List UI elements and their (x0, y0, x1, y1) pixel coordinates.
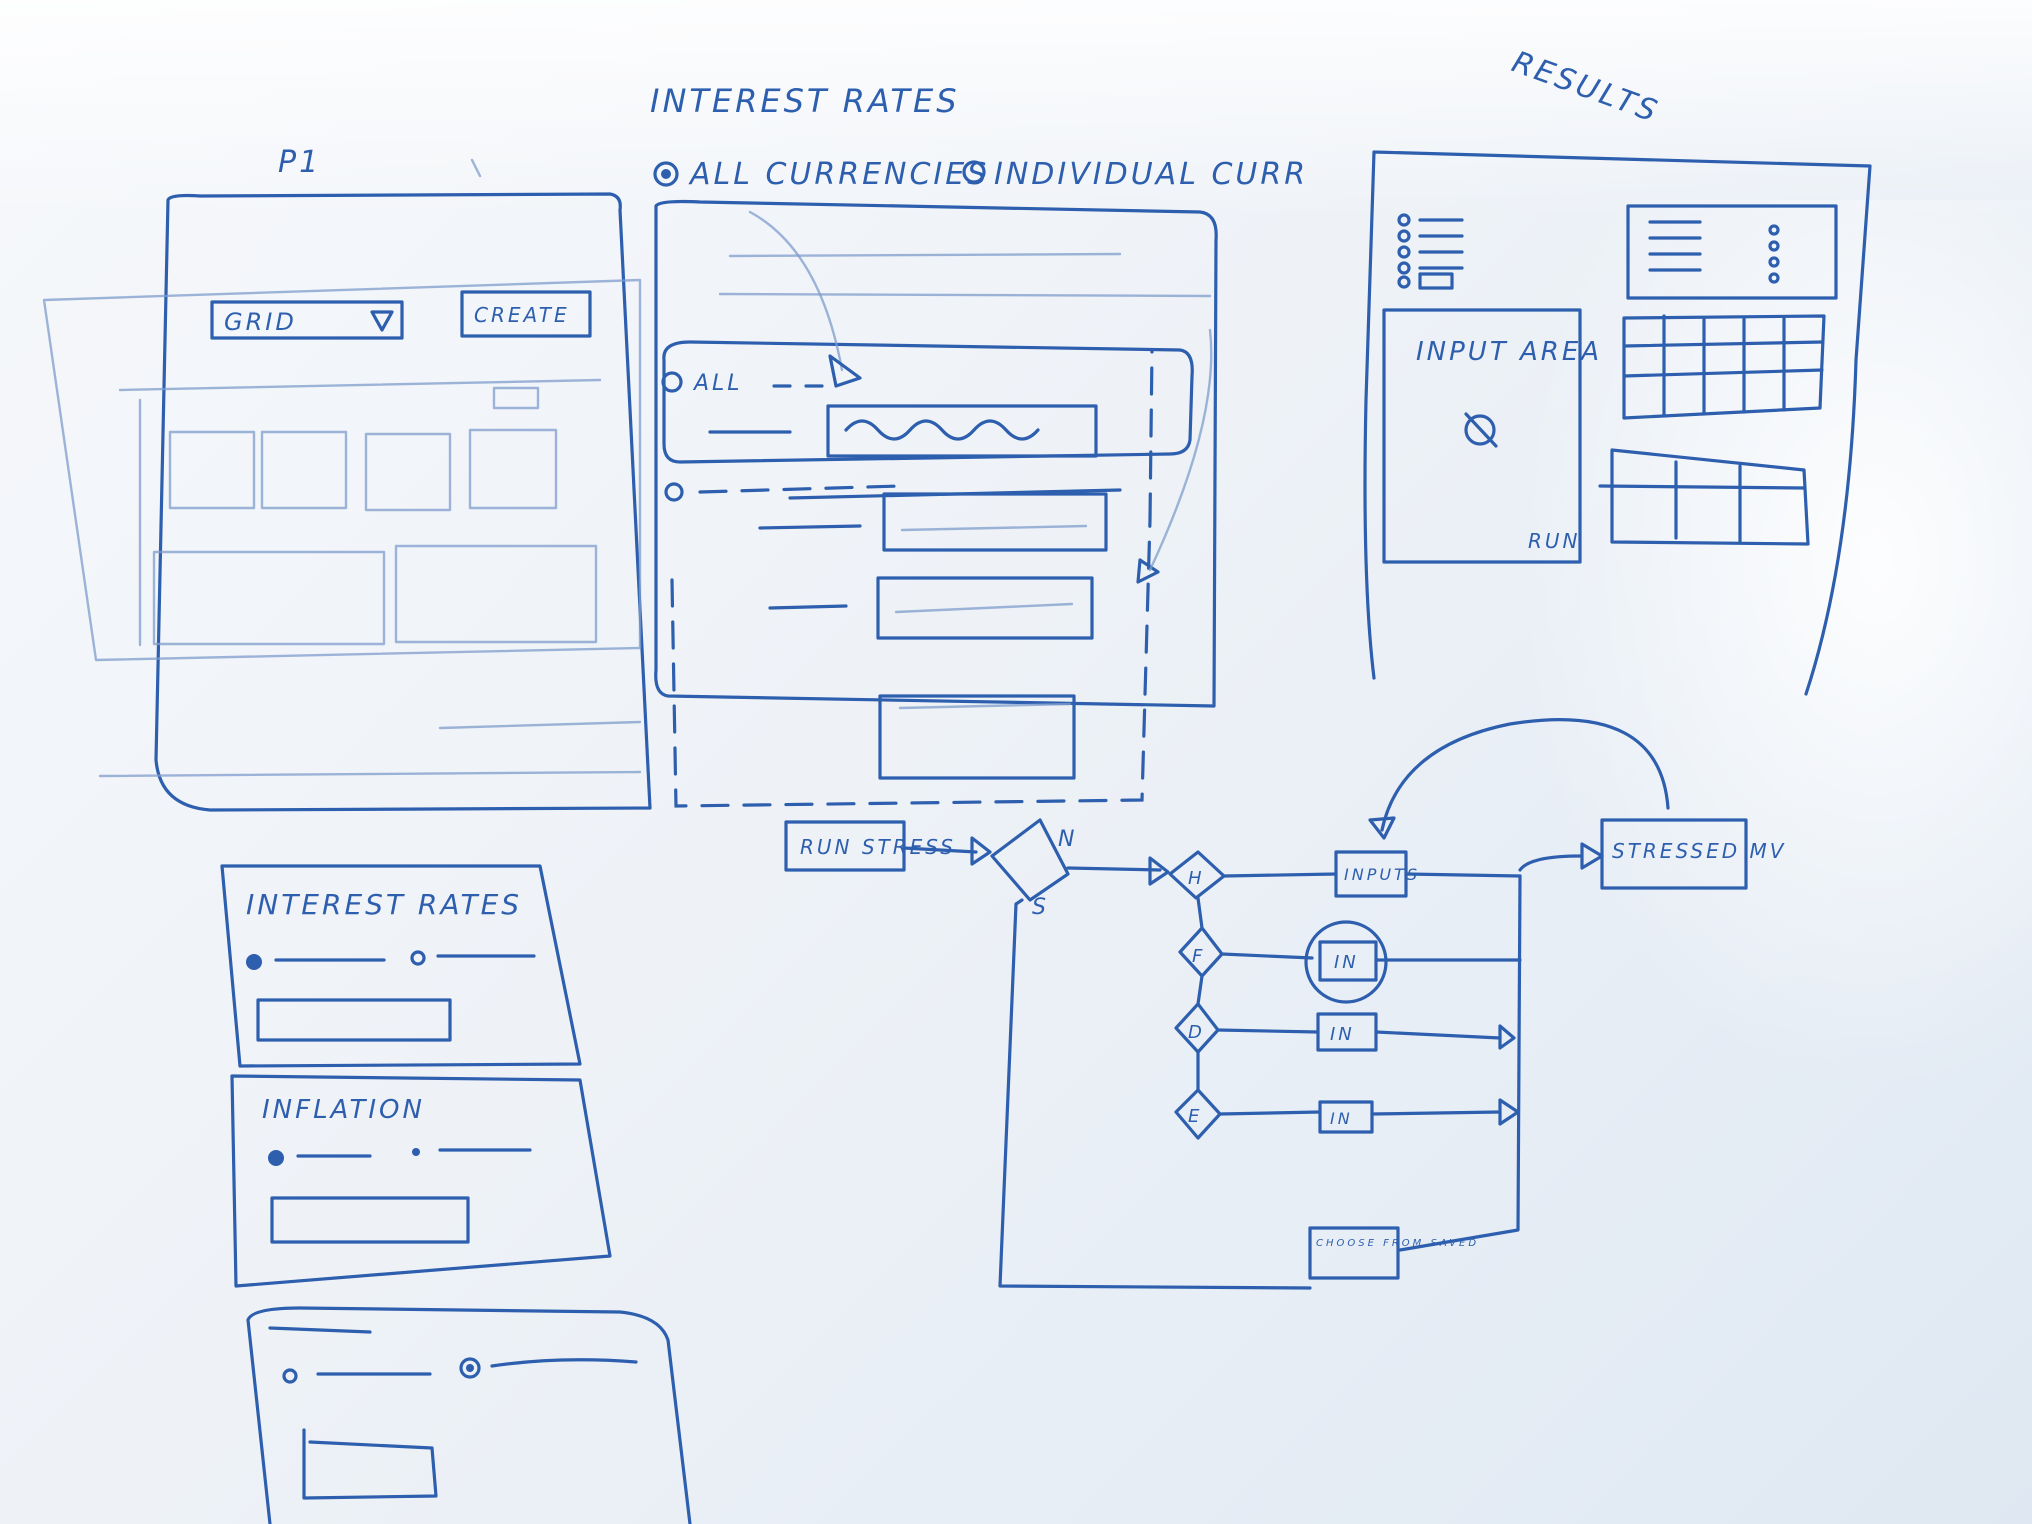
grid-dropdown (210, 300, 404, 340)
interest-rates-card-title: INTEREST RATES (246, 888, 522, 921)
all-label: ALL (692, 371, 743, 396)
branch-e-label: E (1188, 1106, 1202, 1127)
p1-wireframe: P1 GRID CREATE (42, 145, 652, 812)
stress-flowchart: RUN STRESS N S H F D E INPUTS IN IN (784, 718, 1786, 1290)
stressed-mv-box (1600, 818, 1748, 890)
branch-d-label: D (1188, 1022, 1205, 1043)
p1-frame (154, 192, 652, 812)
results-grid (1622, 314, 1826, 420)
all-row (662, 340, 1194, 464)
in-label-2: IN (1330, 1024, 1355, 1045)
in-label-1: IN (1334, 952, 1359, 973)
decision-n-label: N (1058, 827, 1077, 852)
stressed-mv-label: STRESSED MV (1612, 839, 1786, 863)
decision-s-label: S (1032, 895, 1049, 920)
results-label: RESULTS (1507, 45, 1664, 131)
all-input-field (826, 404, 1098, 458)
currency-panel (654, 199, 1218, 708)
currency-field-1 (882, 492, 1108, 552)
input-area-box (1382, 308, 1582, 564)
p1-label: P1 (278, 145, 321, 180)
decision-diamond (990, 818, 1070, 902)
results-frame (1363, 150, 1872, 696)
all-currencies-label: ALL CURRENCIES (688, 157, 989, 192)
branch-h-label: H (1188, 868, 1205, 889)
input-area-label: INPUT AREA (1416, 337, 1602, 367)
chevron-down-icon (370, 310, 394, 332)
individual-curr-label: INDIVIDUAL CURR (994, 157, 1308, 192)
settings-icon (1464, 414, 1496, 446)
run-stress-label: RUN STRESS (800, 835, 956, 859)
currency-field-2 (876, 576, 1094, 640)
choose-from-saved-label: CHOOSE FROM SAVED (1316, 1238, 1479, 1249)
create-label: CREATE (474, 303, 570, 327)
inputs-label: INPUTS (1344, 865, 1420, 884)
lower-box (878, 694, 1076, 780)
highlight-circle (1304, 920, 1388, 1004)
radio-individual-curr (962, 160, 986, 184)
run-label: RUN (1528, 529, 1581, 553)
choose-from-saved-box (1308, 1226, 1400, 1280)
in-box-3 (1318, 1100, 1374, 1134)
interest-rates-heading: INTEREST RATES (650, 82, 960, 120)
grid-label: GRID (224, 308, 297, 336)
results-summary-box (1626, 204, 1838, 300)
results-wireframe: RESULTS INPUT AREA RUN (1363, 45, 1872, 696)
inflation-card-title: INFLATION (262, 1095, 425, 1125)
option-cards: INTEREST RATES INFLATION (220, 864, 692, 1524)
radio-all-currencies (653, 161, 679, 187)
third-card-input (302, 1428, 438, 1500)
branch-f-label: F (1192, 946, 1205, 967)
inflation-input (270, 1196, 470, 1244)
inflation-card (230, 1074, 612, 1288)
in-label-3: IN (1330, 1109, 1353, 1128)
create-button (460, 290, 592, 338)
interest-rates-card (220, 864, 582, 1068)
interest-rates-wireframe: INTEREST RATES ALL CURRENCIES INDIVIDUAL… (650, 82, 1308, 808)
p1-inner-panel (42, 278, 642, 662)
third-card (246, 1306, 692, 1524)
results-table (1610, 448, 1810, 546)
run-stress-box (784, 820, 906, 872)
interest-rates-input (256, 998, 452, 1042)
